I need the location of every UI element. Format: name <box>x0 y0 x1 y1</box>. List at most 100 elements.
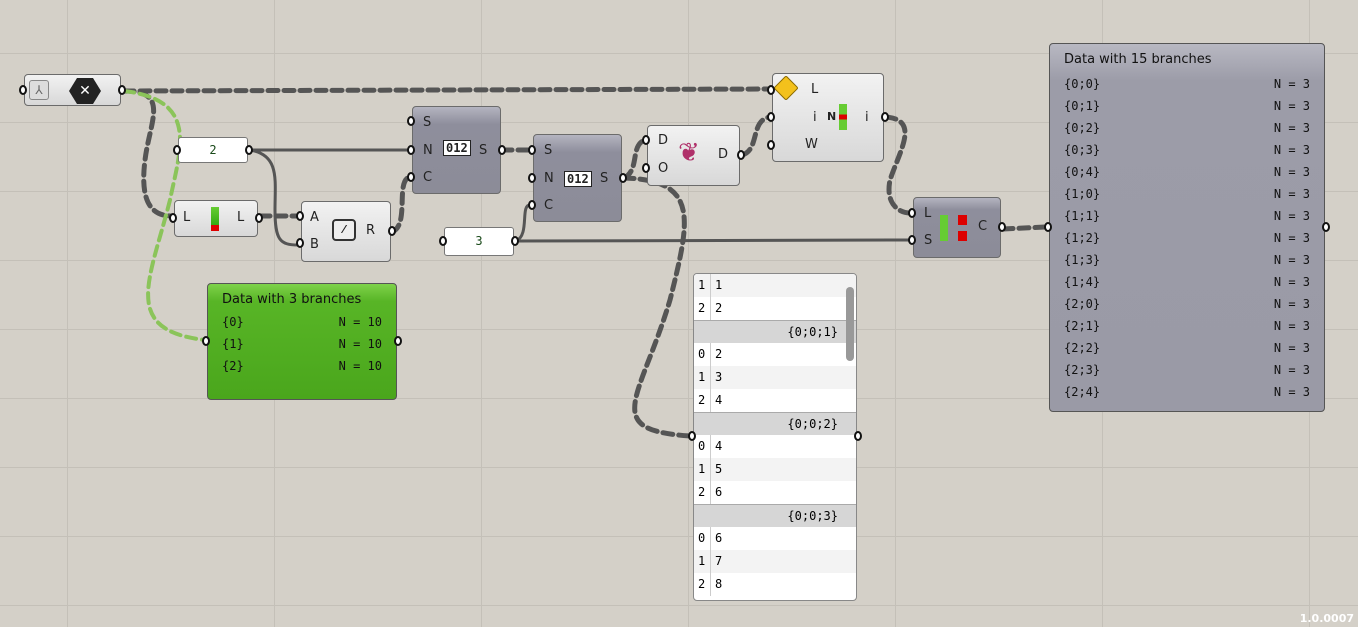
param-grip[interactable] <box>388 226 396 236</box>
output-d: D <box>718 147 729 162</box>
branch-count: N = 3 <box>1273 209 1310 223</box>
branch-row: {2;0}N = 3 <box>1050 293 1324 315</box>
wire-relay-green <box>122 89 207 342</box>
branch-row: {2;3}N = 3 <box>1050 359 1324 381</box>
branch-row: {0;2}N = 3 <box>1050 117 1324 139</box>
output-c: C <box>978 219 988 234</box>
panel-title: Data with 15 branches <box>1064 52 1212 67</box>
tree-branch-icon: ❦ <box>678 138 700 168</box>
param-grip[interactable] <box>642 135 650 145</box>
branch-row: {2;4}N = 3 <box>1050 381 1324 403</box>
data-panel-15-branches[interactable]: Data with 15 branches {0;0}N = 3{0;1}N =… <box>1049 43 1325 412</box>
param-grip[interactable] <box>528 173 536 183</box>
param-grip[interactable] <box>296 238 304 248</box>
param-grip[interactable] <box>439 236 447 246</box>
branch-header: {0;0;3} <box>694 504 856 527</box>
param-grip[interactable] <box>498 145 506 155</box>
number-panel-3[interactable]: 3 <box>444 227 514 256</box>
branch-row: {0;3}N = 3 <box>1050 139 1324 161</box>
param-grip[interactable] <box>255 213 263 223</box>
output-s: S <box>479 143 488 158</box>
wire-graft-listitem <box>739 114 773 158</box>
panel-title: Data with 3 branches <box>222 292 362 307</box>
branch-row: {1}N = 10 <box>208 333 396 355</box>
wrap-diamond-icon[interactable] <box>773 75 799 101</box>
item-value: 2 <box>715 347 723 361</box>
input-grip[interactable] <box>202 336 210 346</box>
param-grip[interactable] <box>642 163 650 173</box>
param-grip[interactable] <box>737 150 745 160</box>
branch-row: {2;2}N = 3 <box>1050 337 1324 359</box>
list-length-icon <box>211 207 219 231</box>
param-grip[interactable] <box>767 85 775 95</box>
param-grip[interactable] <box>767 112 775 122</box>
param-grip[interactable] <box>619 173 627 183</box>
param-grip[interactable] <box>908 208 916 218</box>
split-list-component[interactable]: L S C <box>913 197 1001 258</box>
series-component-2[interactable]: S N C 012 S <box>533 134 622 222</box>
item-index: 1 <box>694 366 711 389</box>
branch-row: {0;4}N = 3 <box>1050 161 1324 183</box>
disable-icon[interactable]: ✕ <box>69 78 101 104</box>
branch-count: N = 3 <box>1273 99 1310 113</box>
input-grip[interactable] <box>1044 222 1052 232</box>
output-grip[interactable] <box>118 85 126 95</box>
param-grip[interactable] <box>407 145 415 155</box>
number-panel-2[interactable]: 2 <box>178 137 248 163</box>
input-n: N <box>544 171 554 186</box>
branch-path: {2;3} <box>1064 363 1101 377</box>
output-l: L <box>237 210 245 225</box>
param-grip[interactable] <box>908 235 916 245</box>
param-grip[interactable] <box>767 140 775 150</box>
wire-relay-listlength <box>121 88 175 219</box>
param-grip[interactable] <box>528 145 536 155</box>
scrollbar[interactable] <box>846 287 854 361</box>
branch-path: {0;4} <box>1064 165 1101 179</box>
output-grip[interactable] <box>1322 222 1330 232</box>
branch-count: N = 3 <box>1273 121 1310 135</box>
list-item-component[interactable]: L i N i W <box>772 73 884 162</box>
item-index: 2 <box>694 573 711 596</box>
param-grip[interactable] <box>169 213 177 223</box>
param-grip[interactable] <box>528 200 536 210</box>
branch-count: N = 3 <box>1273 253 1310 267</box>
data-panel-3-branches[interactable]: Data with 3 branches {0}N = 10{1}N = 10{… <box>207 283 397 400</box>
item-value: 3 <box>715 370 723 384</box>
param-grip[interactable] <box>407 116 415 126</box>
branch-path: {0;3} <box>1064 143 1101 157</box>
input-o: O <box>658 161 669 176</box>
input-c: C <box>544 198 554 213</box>
shift-paths-component[interactable]: D O ❦ D <box>647 125 740 186</box>
list-item-icon-label: N <box>827 110 837 123</box>
series-component-1[interactable]: S N C 012 S <box>412 106 501 194</box>
item-value: 4 <box>715 393 723 407</box>
item-value: 5 <box>715 462 723 476</box>
param-grip[interactable] <box>173 145 181 155</box>
input-grip[interactable] <box>19 85 27 95</box>
output-grip[interactable] <box>394 336 402 346</box>
param-grip[interactable] <box>998 222 1006 232</box>
wire-relay-listitem <box>121 86 773 94</box>
param-grip[interactable] <box>245 145 253 155</box>
list-length-component[interactable]: L L <box>174 200 258 237</box>
item-index: 0 <box>694 527 711 550</box>
param-grip[interactable] <box>881 112 889 122</box>
item-index: 1 <box>694 274 711 297</box>
division-component[interactable]: A B ⁄ R <box>301 201 391 262</box>
param-grip[interactable] <box>407 172 415 182</box>
output-r: R <box>366 223 376 238</box>
input-grip[interactable] <box>688 431 696 441</box>
branch-path: {1;4} <box>1064 275 1101 289</box>
relay-component[interactable]: ⅄ ✕ <box>24 74 121 106</box>
param-grip[interactable] <box>511 236 519 246</box>
branch-path: {2;4} <box>1064 385 1101 399</box>
output-grip[interactable] <box>854 431 862 441</box>
param-grip[interactable] <box>296 211 304 221</box>
wire-series2-graft <box>621 137 648 181</box>
input-s: S <box>924 233 933 248</box>
